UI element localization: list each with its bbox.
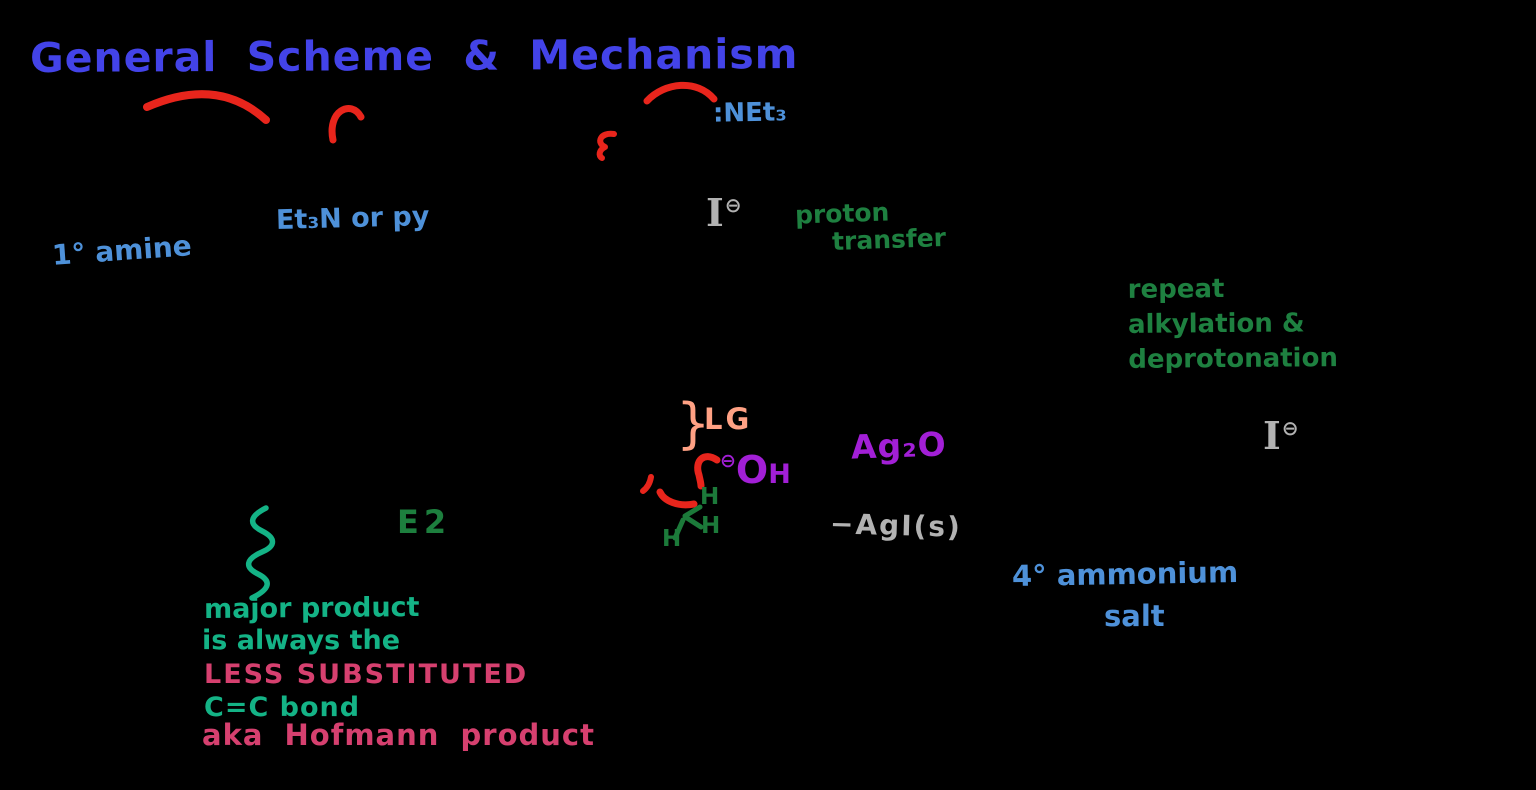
curved-arrow-hydroxide-to-h <box>694 453 721 490</box>
less-substituted-note: LESS SUBSTITUTED <box>204 659 529 690</box>
oxygen-symbol: O <box>735 448 769 492</box>
base-reagent-label: Et₃N or py <box>275 200 430 237</box>
negative-charge-icon: ⊖ <box>1281 416 1299 440</box>
proton-transfer-label-line2: transfer <box>831 223 947 256</box>
ammonium-salt-label-line1: 4° ammonium <box>1011 555 1239 593</box>
leaving-group-label: LG <box>704 402 753 436</box>
silver-iodide-byproduct-label: −AgI(s) <box>829 507 963 544</box>
repeat-alkylation-note: repeat alkylation & deprotonation <box>1128 271 1339 378</box>
hydrogen-atom: H <box>700 484 720 510</box>
ammonium-salt-label-line2: salt <box>1104 599 1165 633</box>
major-product-note-line2: is always the <box>202 625 401 656</box>
e2-mechanism-label: E2 <box>397 503 452 541</box>
squiggly-arrow-major-product <box>246 505 276 601</box>
hydrogen-symbol: H <box>768 459 791 490</box>
curved-arrow-loop <box>328 105 365 144</box>
silver-oxide-label: Ag₂O <box>850 424 948 467</box>
major-product-note-line1: major product <box>203 592 420 625</box>
negative-charge-icon: ⊖ <box>720 450 736 472</box>
iodide-ion: I⊖ <box>1263 415 1299 457</box>
page-title: General Scheme & Mechanism <box>29 29 799 83</box>
iodine-symbol: I <box>1263 413 1281 458</box>
repeat-note-line2: alkylation & <box>1127 308 1305 340</box>
negative-charge-icon: ⊖ <box>724 193 742 217</box>
molecule-bonds <box>672 504 704 541</box>
hydrogen-atom: H <box>701 513 721 539</box>
repeat-note-line3: deprotonation <box>1128 343 1339 375</box>
iodide-ion: I⊖ <box>706 192 742 234</box>
hydroxide-ion: ⊖OH <box>720 448 791 492</box>
curved-arrow-net3-deprotonation <box>643 81 718 105</box>
iodine-symbol: I <box>706 190 724 235</box>
cc-bond-note: C=C bond <box>204 692 361 723</box>
hofmann-product-note: aka Hofmann product <box>202 718 595 752</box>
hydrogen-atom: H <box>662 526 682 552</box>
electron-pair-tick <box>640 474 654 494</box>
curved-arrow-small-hook <box>596 130 617 161</box>
curved-arrow-amine-attack <box>143 90 270 124</box>
repeat-note-line1: repeat <box>1127 274 1225 305</box>
curved-arrow-ch-bond <box>656 488 698 509</box>
triethylamine-label: :NEt₃ <box>712 97 787 129</box>
leaving-group-brace: } <box>676 392 711 455</box>
